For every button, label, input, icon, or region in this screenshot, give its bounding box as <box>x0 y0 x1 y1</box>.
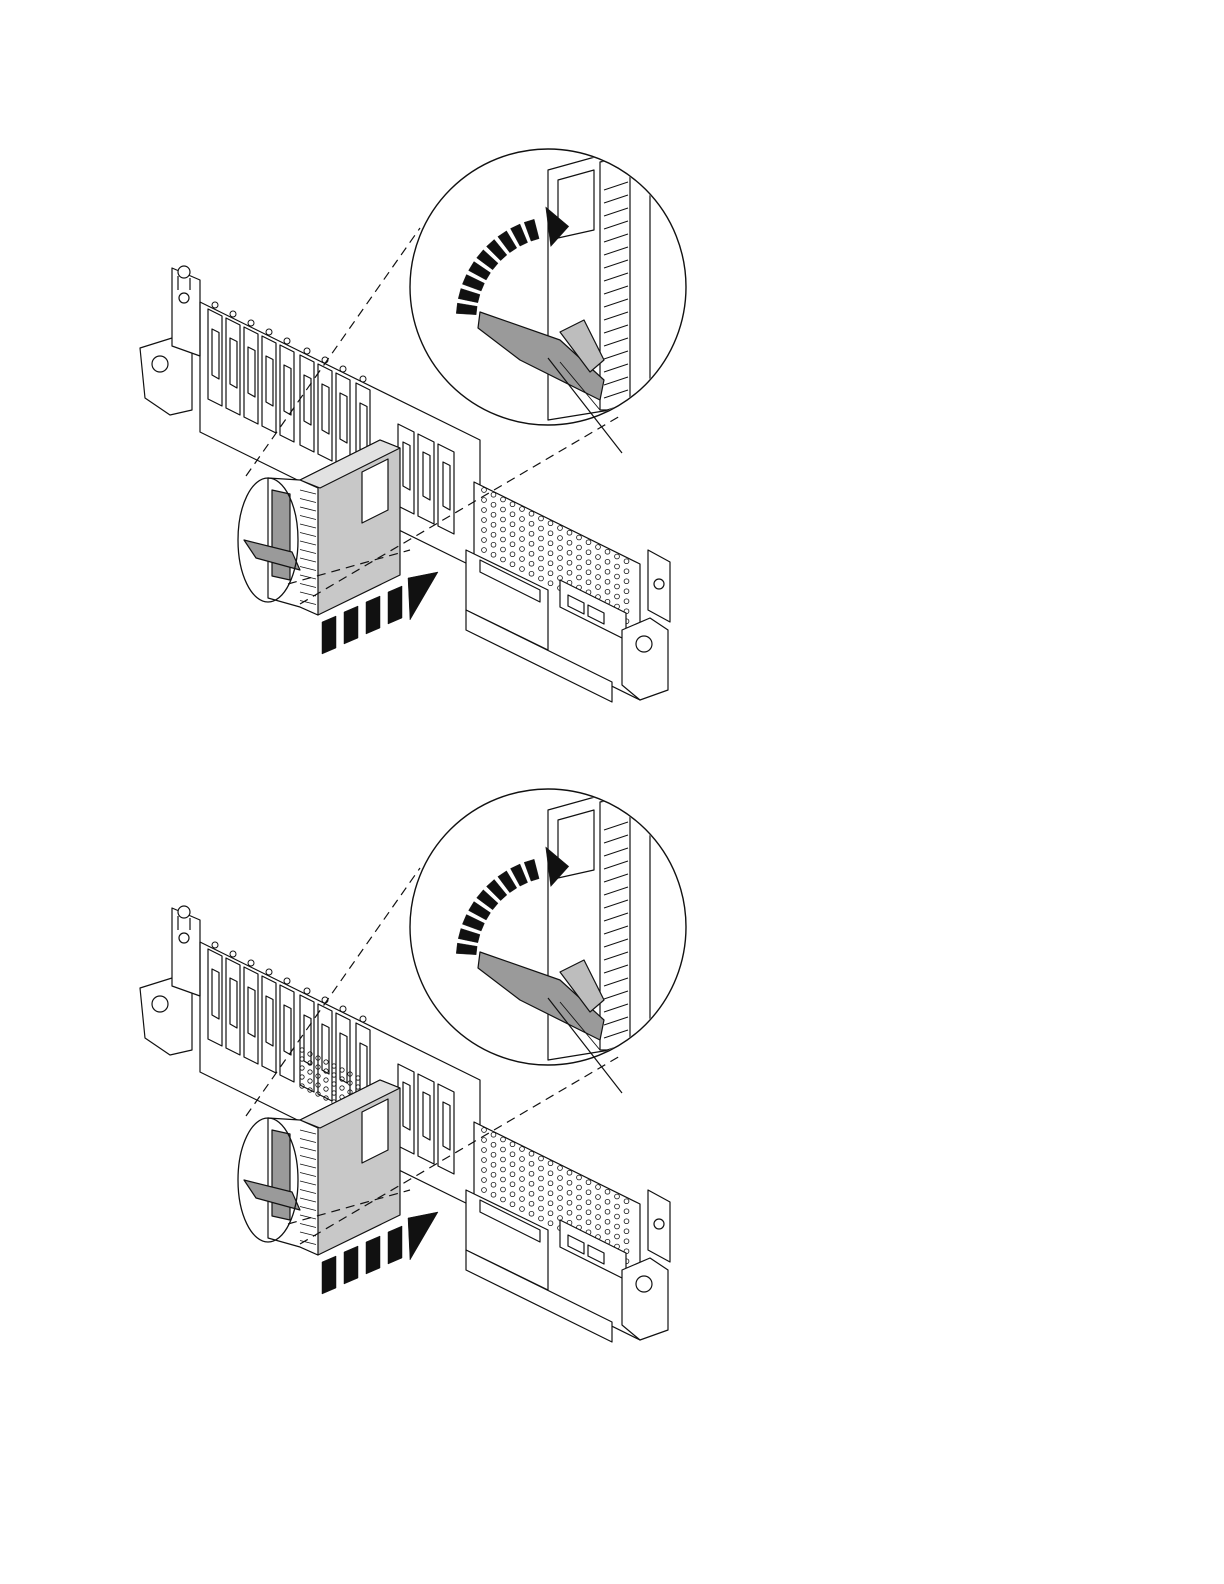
drive-bay-slot <box>280 985 294 1082</box>
right-thumbscrew <box>654 579 664 589</box>
left-handle-hole <box>152 356 168 372</box>
left-thumbscrew <box>179 293 189 303</box>
left-ear-bracket <box>172 908 200 996</box>
drive-bay-slot <box>226 958 240 1055</box>
left-ear-bracket <box>172 268 200 356</box>
bay-led <box>284 338 290 344</box>
push-arrow-segment <box>344 606 358 644</box>
drive-bay-slot <box>244 327 258 424</box>
assembly-diagram <box>0 110 1224 730</box>
bay-led <box>230 951 236 957</box>
push-arrow-head <box>408 572 438 620</box>
push-arrow-segment <box>388 586 402 624</box>
drive-bay-slot <box>418 434 434 524</box>
drive-bay-slot <box>226 318 240 415</box>
right-handle-hole <box>636 636 652 652</box>
drive-bay-slot <box>280 345 294 442</box>
drive-bay-slot <box>262 336 276 433</box>
magnified-detail <box>410 789 686 1070</box>
right-thumbscrew <box>654 1219 664 1229</box>
bay-led <box>212 302 218 308</box>
push-arrow-head <box>408 1212 438 1260</box>
bay-led <box>266 329 272 335</box>
right-rack-ear <box>622 1258 668 1340</box>
left-handle-hole <box>152 996 168 1012</box>
right-rack-ear <box>622 618 668 700</box>
figure-top <box>0 110 1224 730</box>
drive-bay-slot <box>208 309 222 406</box>
bay-led <box>304 348 310 354</box>
drive-bay-slot <box>244 967 258 1064</box>
drive-bay-slot <box>438 444 454 534</box>
left-thumbscrew <box>179 933 189 943</box>
drive-bay-slot <box>300 355 314 452</box>
push-arrow-segment <box>366 596 380 634</box>
bay-led <box>230 311 236 317</box>
push-arrow-segment <box>344 1246 358 1284</box>
drive-bay-slot <box>418 1074 434 1164</box>
drive-bay-slot <box>208 949 222 1046</box>
drive-module <box>238 440 400 615</box>
bay-led <box>340 366 346 372</box>
bay-led <box>340 1006 346 1012</box>
bay-led <box>248 960 254 966</box>
drive-bay-slot <box>318 364 332 461</box>
push-arrow-segment <box>322 616 336 654</box>
bay-led <box>248 320 254 326</box>
left-screw-head <box>178 906 190 918</box>
bay-led <box>360 376 366 382</box>
bay-led <box>212 942 218 948</box>
drive-bay-slot <box>262 976 276 1073</box>
push-arrow-segment <box>388 1226 402 1264</box>
assembly-diagram <box>0 750 1224 1370</box>
magnified-detail <box>410 149 686 430</box>
push-arrow-segment <box>366 1236 380 1274</box>
drive-bay-slot <box>300 995 314 1092</box>
left-screw-head <box>178 266 190 278</box>
figure-bottom <box>0 750 1224 1370</box>
bay-led <box>360 1016 366 1022</box>
right-handle-hole <box>636 1276 652 1292</box>
drive-bay-slot <box>438 1084 454 1174</box>
drive-module <box>238 1080 400 1255</box>
bay-led <box>304 988 310 994</box>
bay-led <box>266 969 272 975</box>
bay-led <box>284 978 290 984</box>
push-arrow-segment <box>322 1256 336 1294</box>
